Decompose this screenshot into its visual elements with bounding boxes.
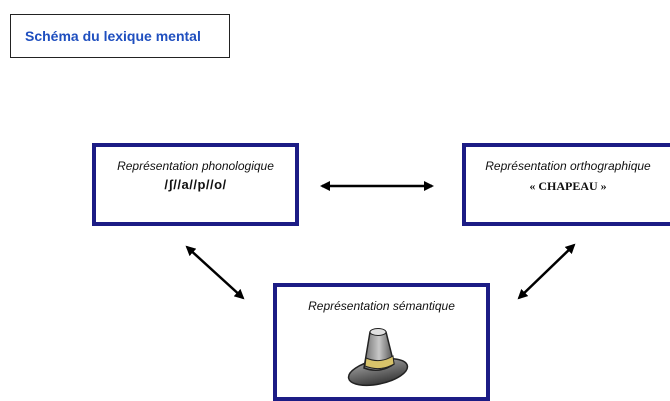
node-phonological: Représentation phonologique /ʃ//a//p//o/ [92, 143, 299, 226]
diagram-title: Schéma du lexique mental [25, 28, 201, 44]
node-orthographic: Représentation orthographique « CHAPEAU … [462, 143, 670, 226]
node-phonological-label: Représentation phonologique [117, 159, 274, 173]
hat-icon [347, 328, 409, 387]
node-semantic: Représentation sémantique [273, 283, 490, 401]
node-semantic-label: Représentation sémantique [308, 299, 455, 313]
node-orthographic-label: Représentation orthographique [485, 159, 651, 173]
node-orthographic-value: « CHAPEAU » [529, 179, 607, 193]
diagram-title-box: Schéma du lexique mental [10, 14, 230, 58]
arrow-ortho-sem [517, 243, 576, 300]
node-phonological-value: /ʃ//a//p//o/ [164, 177, 227, 192]
arrow-phono-sem [185, 245, 245, 300]
